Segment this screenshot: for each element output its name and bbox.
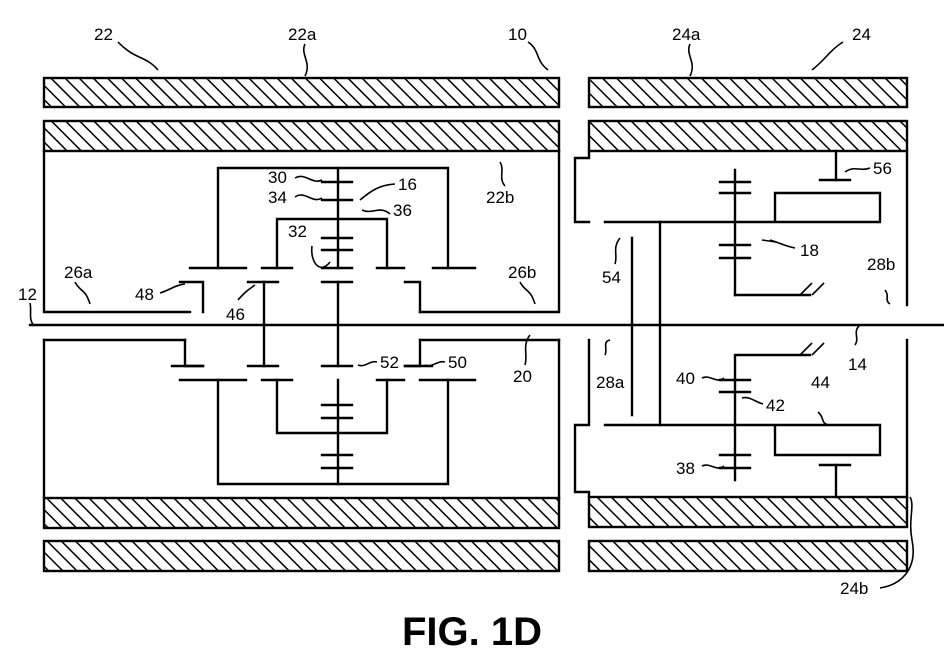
label-22: 22	[94, 25, 113, 44]
housing-22b-top	[44, 121, 559, 151]
label-12: 12	[18, 285, 37, 304]
housing-24b-top	[589, 121, 907, 151]
label-28b: 28b	[867, 255, 895, 274]
label-40: 40	[676, 369, 695, 388]
label-24b: 24b	[840, 579, 868, 598]
label-20: 20	[513, 367, 532, 386]
label-52: 52	[380, 353, 399, 372]
label-54: 54	[602, 268, 621, 287]
label-30: 30	[268, 168, 287, 187]
label-34: 34	[268, 188, 287, 207]
housing-22a-bottom	[44, 541, 559, 571]
label-56: 56	[873, 159, 892, 178]
housing-24a-bottom	[589, 541, 907, 571]
label-24a: 24a	[672, 25, 701, 44]
label-32: 32	[288, 222, 307, 241]
label-50: 50	[448, 353, 467, 372]
label-18: 18	[800, 241, 819, 260]
label-10: 10	[508, 25, 527, 44]
label-38: 38	[676, 459, 695, 478]
label-22b: 22b	[486, 188, 514, 207]
label-28a: 28a	[596, 373, 625, 392]
label-22a: 22a	[288, 25, 317, 44]
label-46: 46	[226, 305, 245, 324]
housing-22b-bottom	[44, 498, 559, 528]
label-26a: 26a	[64, 263, 93, 282]
figure-caption: FIG. 1D	[402, 610, 542, 654]
label-24: 24	[852, 25, 871, 44]
label-48: 48	[135, 285, 154, 304]
housing-24b-bottom	[589, 497, 907, 527]
housing-24a	[589, 78, 907, 107]
label-44: 44	[811, 373, 830, 392]
label-16: 16	[398, 175, 417, 194]
label-42: 42	[766, 396, 785, 415]
housing-22a	[44, 78, 559, 107]
label-26b: 26b	[508, 263, 536, 282]
label-14: 14	[848, 355, 867, 374]
label-36: 36	[393, 201, 412, 220]
